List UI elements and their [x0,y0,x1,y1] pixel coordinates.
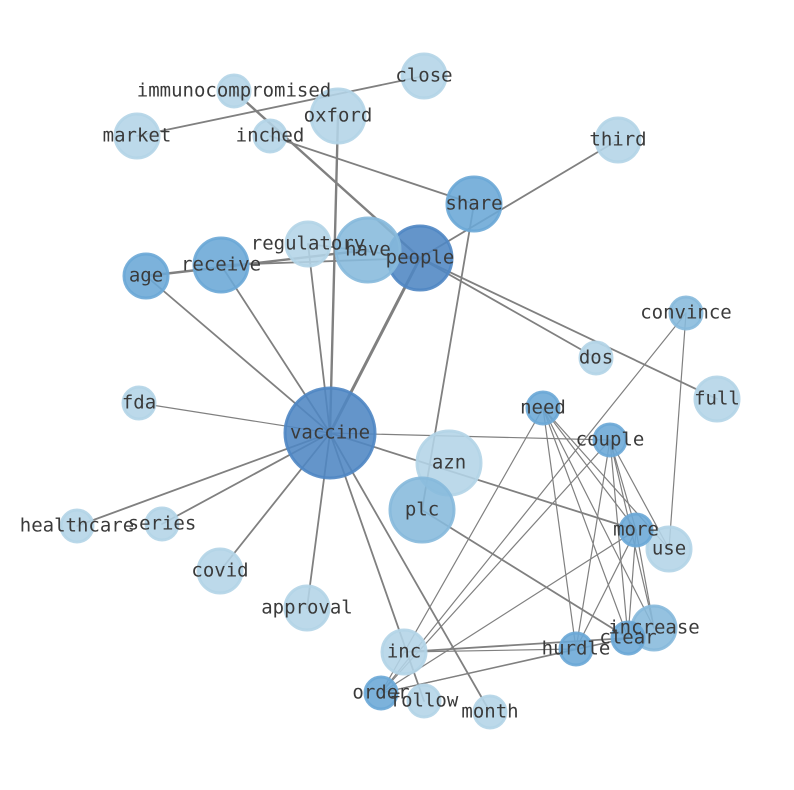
node-label-month: month [461,701,518,723]
node-clear [610,620,646,656]
node-label-follow: follow [390,690,459,712]
node-label-oxford: oxford [304,105,373,127]
node-label-full: full [694,388,740,410]
node-healthcare [59,508,95,544]
nodes-layer [59,52,741,730]
node-label-convince: convince [640,302,732,324]
node-label-vaccine: vaccine [290,422,370,444]
node-label-inched: inched [236,125,305,147]
node-dos [578,340,614,376]
node-follow [406,683,442,719]
edge-more-clear [627,529,637,639]
node-inc [380,628,428,676]
edge-vaccine-more [329,432,637,531]
node-month [472,694,508,730]
edge-inched-share [269,135,475,205]
node-label-age: age [129,265,163,287]
node-series [144,506,180,542]
node-need [525,390,561,426]
node-label-couple: couple [576,429,645,451]
node-label-market: market [103,125,172,147]
node-label-hurdle: hurdle [542,638,611,660]
node-immunocompromised [216,73,252,109]
node-label-series: series [128,513,197,535]
node-label-plc: plc [405,499,439,521]
node-label-clear: clear [599,627,656,649]
node-label-regulatory: regulatory [251,233,365,255]
edge-need-clear [542,407,629,639]
edge-more-hurdle [575,529,637,650]
node-label-need: need [520,397,566,419]
node-label-order: order [352,682,409,704]
edge-vaccine-couple [329,432,611,441]
node-inched [252,118,288,154]
node-age [122,252,170,300]
node-order [363,675,399,711]
edge-vaccine-oxford [328,114,340,435]
edge-convince-use [668,312,687,550]
edge-inc-hurdle [403,648,577,653]
node-covid [196,547,244,595]
node-label-have: have [345,239,391,261]
node-use [645,525,693,573]
edge-market-close [136,75,425,137]
node-label-approval: approval [261,597,353,619]
node-oxford [309,87,367,145]
edge-need-increase [542,407,655,629]
edge-plc-clear [421,509,629,639]
node-label-immunocompromised: immunocompromised [137,80,331,102]
node-label-more: more [613,519,659,541]
node-label-healthcare: healthcare [20,515,134,537]
node-approval [283,584,331,632]
edge-need-hurdle [542,407,577,650]
edge-couple-clear [609,439,629,639]
node-label-fda: fda [122,392,156,414]
node-label-share: share [445,193,502,215]
edge-people-full [419,257,718,400]
node-couple [592,422,628,458]
node-label-use: use [652,538,686,560]
node-full [693,375,741,423]
node-plc [388,476,456,544]
edge-hurdle-order [380,648,577,694]
edge-people-third [419,139,619,259]
node-label-covid: covid [191,560,248,582]
edge-order-convince [380,312,687,694]
node-label-people: people [386,247,455,269]
node-close [400,52,448,100]
node-regulatory [284,220,332,268]
node-label-close: close [395,65,452,87]
node-label-dos: dos [579,347,613,369]
node-label-third: third [589,129,646,151]
edge-vaccine-month [329,432,491,713]
node-vaccine [283,386,377,480]
node-convince [668,295,704,331]
node-label-inc: inc [387,641,421,663]
node-have [334,216,402,284]
edge-order-more [380,529,637,694]
node-label-increase: increase [608,617,700,639]
edge-need-more [542,407,637,531]
node-receive [192,236,250,294]
node-more [618,512,654,548]
node-label-receive: receive [181,254,261,276]
node-fda [121,385,157,421]
node-third [594,116,642,164]
edge-people-dos [419,257,597,359]
node-share [445,175,503,233]
edge-couple-hurdle [575,439,611,650]
node-hurdle [558,631,594,667]
node-label-azn: azn [432,452,466,474]
node-market [113,112,161,160]
